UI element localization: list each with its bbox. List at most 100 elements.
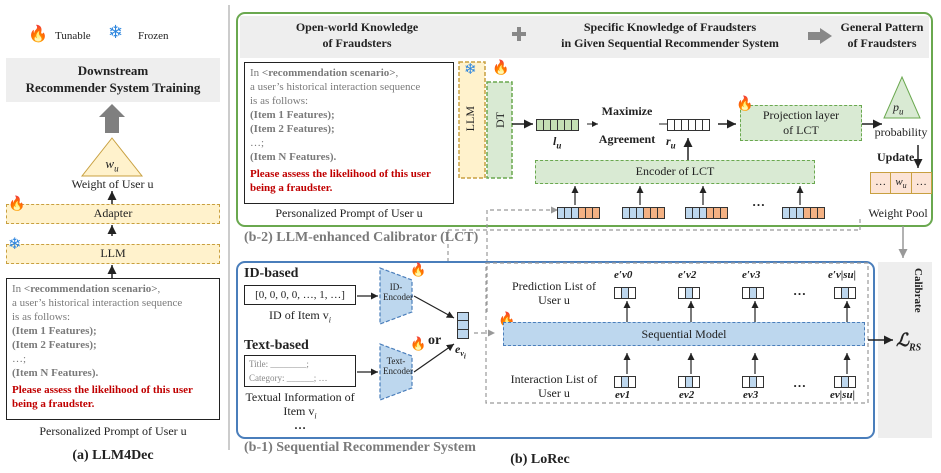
lct-emb-1 [557,206,600,219]
text-based-label: Text-based [244,338,309,353]
text-info-box: Title: ________; Category: ______; … [244,355,356,387]
prompt-line-3: is as follows: [12,311,71,323]
left-prompt-box: In <recommendation scenario>, a user’s h… [6,278,220,420]
inter-label-3: ev3 [743,389,759,401]
seq-model-area [485,262,869,404]
lct-panel-border [236,12,933,227]
l-u-vector [536,118,579,131]
frozen-snowflake-icon: ❄ [108,22,124,42]
text-encoder-flame-icon: 🔥 [410,336,427,351]
prompt-item-1: (Item 1 Features); [12,325,97,337]
pred-emb-n [834,286,856,299]
lct-dt-block [486,81,513,179]
inter-emb-3 [742,375,764,388]
right-arrow-icon [820,28,832,44]
pred-emb-3 [742,286,764,299]
e-vi-vector [457,312,469,339]
weight-pool: … wu … [870,172,932,194]
caption-srs: (b-1) Sequential Recommender System [244,440,476,455]
agreement-label: Agreement [598,132,656,146]
inter-emb-n [834,375,856,388]
caption-lct: (b-2) LLM-enhanced Calibrator (LCT) [244,230,479,245]
inter-emb-2 [678,375,700,388]
id-encoder-label: ID-Encoder [383,282,413,302]
maximize-label: Maximize [601,104,653,118]
loss-rs-label: ℒRS [896,330,922,354]
lct-prompt-box: In <recommendation scenario>, a user’s h… [244,62,454,204]
text-encoder-label: Text-Encoder [383,356,413,376]
pred-ellipsis: … [793,283,806,298]
prompt-question: Please assess the likelihood of this use… [12,384,193,410]
prompt-ellipsis: …; [12,353,27,365]
id-based-label: ID-based [244,266,299,281]
downstream-title-2: Recommender System Training [25,80,201,95]
prediction-list-label: Prediction List of User u [512,279,596,307]
r-u-vector [667,118,710,131]
inter-ellipsis: … [793,375,806,390]
inter-label-1: ev1 [615,389,631,401]
title-field: Title: ________; [249,359,309,369]
prompt-line-2: a user’s historical interaction sequence [12,297,183,309]
id-encoder-flame-icon: 🔥 [410,262,427,277]
legend-tunable: Tunable [55,30,91,42]
legend-frozen: Frozen [138,30,169,42]
header-specific: Specific Knowledge of Fraudsters in Give… [561,20,779,50]
pred-label-0: e′v0 [614,269,633,281]
prompt-item-n: (Item N Features). [12,367,99,379]
weight-pool-label: Weight Pool [868,206,928,220]
probability-label: probability [874,125,928,139]
calibrate-label: Calibrate [912,268,924,313]
adapter-block: Adapter [6,204,220,224]
srs-panel-border [236,261,875,439]
r-u-label: ru [666,134,676,151]
header-general: General Pattern of Fraudsters [840,20,924,50]
pred-emb-0 [614,286,636,299]
text-encoder-shape [379,343,413,401]
projection-flame-icon: 🔥 [736,97,754,112]
id-vector-box: [0, 0, 0, 0, …, 1, …] [244,285,356,305]
srs-ellipsis: … [294,418,306,432]
update-label: Update [877,150,915,164]
prompt-item-2: (Item 2 Features); [12,339,97,351]
tunable-flame-icon: 🔥 [28,26,48,43]
textual-info-label: Textual Information of Item vi [245,390,355,421]
llm-snowflake-icon: ❄ [8,236,22,253]
pred-label-3: e′v3 [742,269,761,281]
category-field: Category: ______; … [249,373,328,383]
left-llm-block: LLM [6,244,220,264]
e-vi-label: evi [455,342,466,361]
lct-emb-3 [685,206,728,219]
lct-llm-snowflake-icon: ❄ [464,62,477,78]
id-of-item-label: ID of Item vi [269,308,331,325]
left-prompt-caption: Personalized Prompt of User u [39,424,187,438]
downstream-box: Downstream Recommender System Training [6,58,220,102]
adapter-flame-icon: 🔥 [8,197,26,212]
header-open-world: Open-world Knowledge of Fraudsters [295,20,419,50]
or-label: or [428,333,442,348]
lct-llm-block [458,61,486,179]
up-arrow-head [99,104,125,117]
lct-emb-n [782,206,825,219]
sequential-model: Sequential Model [503,322,865,346]
lct-emb-2 [622,206,665,219]
downstream-title-1: Downstream [77,63,149,78]
caption-llm4dec: (a) LLM4Dec [72,448,154,463]
lct-llm-label: LLM [463,106,477,132]
id-encoder-shape [379,267,413,325]
lct-dt-label: DT [493,112,507,128]
p-u-label: pu [893,100,904,117]
plus-icon-v [517,27,521,41]
loss-band [878,262,932,438]
encoder-lct: Encoder of LCT [535,160,815,184]
weight-label: Weight of User u [71,177,154,191]
inter-emb-1 [614,375,636,388]
pred-label-2: e′v2 [678,269,697,281]
projection-layer: Projection layer of LCT [740,105,862,141]
probability-triangle [883,75,921,119]
interaction-list-label: Interaction List of User u [510,372,598,400]
inter-label-2: ev2 [679,389,695,401]
lct-prompt-question: Please assess the likelihood of this use… [250,168,431,194]
pred-emb-2 [678,286,700,299]
prompt-line-1: In <recommendation scenario>, [12,283,161,295]
